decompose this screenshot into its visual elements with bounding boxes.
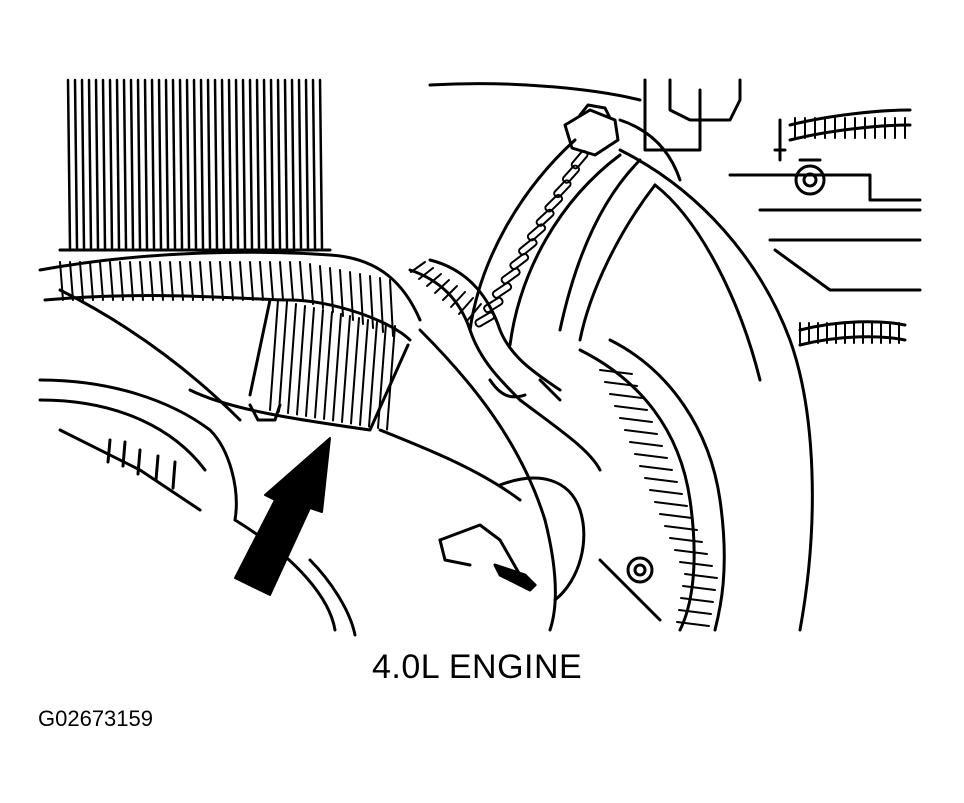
mounting-bolt [626, 158, 826, 584]
hose-clamp [468, 103, 682, 347]
figure-id: G02673159 [38, 706, 153, 731]
intake-air-duct [38, 250, 422, 432]
throttle-body-elbow [378, 328, 662, 632]
diagram-caption: 4.0L ENGINE [372, 648, 583, 686]
engine-block [428, 78, 922, 292]
air-cleaner-element [58, 78, 332, 252]
wiring-harness [408, 108, 912, 632]
housing [38, 378, 357, 637]
direction-arrow [234, 437, 331, 596]
hose-elbow [558, 148, 814, 632]
